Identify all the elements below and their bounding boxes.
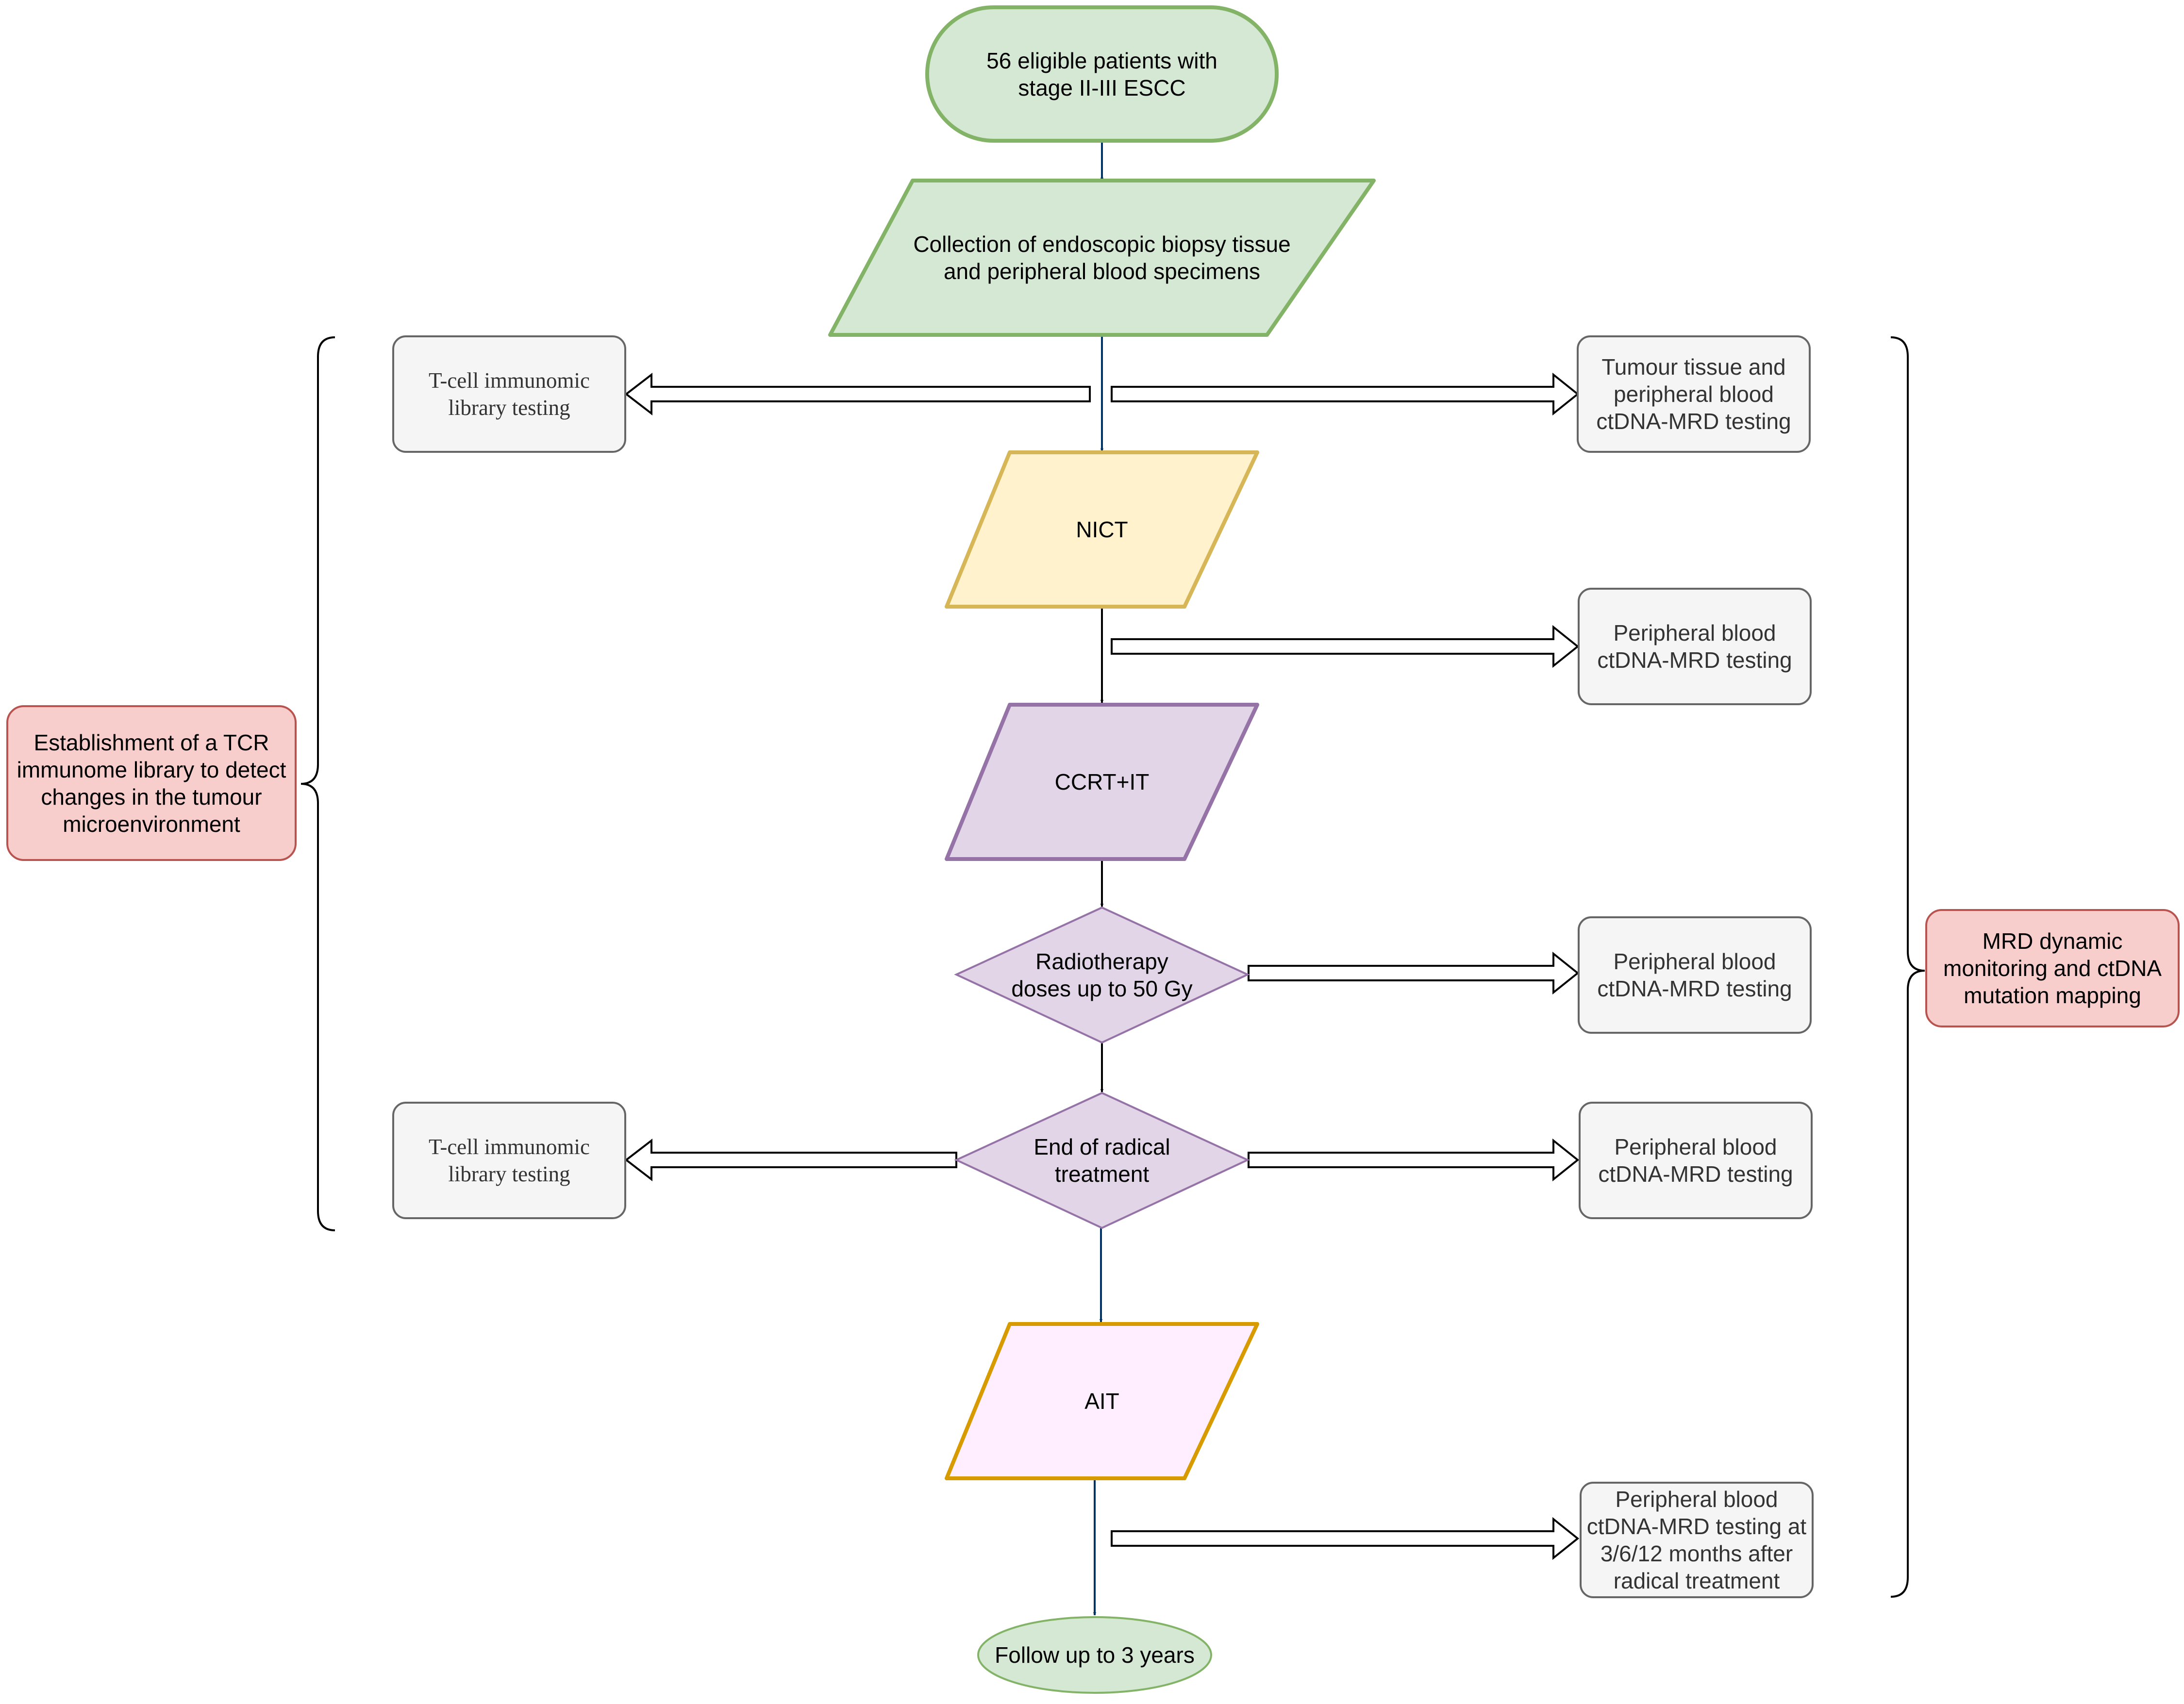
blood-mrd-box-3 xyxy=(1579,1102,1813,1219)
left-brace xyxy=(300,336,335,1231)
blood-mrd-box-2 xyxy=(1578,916,1812,1034)
tcell-box-1 xyxy=(392,335,626,453)
block-arrow-to-blood-mrd-3 xyxy=(1248,1138,1580,1182)
end-radical-diamond xyxy=(954,1092,1250,1229)
block-arrow-to-blood-mrd-followup xyxy=(1111,1517,1580,1560)
collection-parallelogram xyxy=(828,179,1376,337)
nict-parallelogram xyxy=(945,450,1259,609)
block-arrow-to-blood-mrd-1 xyxy=(1111,625,1580,668)
tcell-box-2 xyxy=(392,1102,626,1219)
block-arrow-to-tissue-mrd xyxy=(1111,372,1580,416)
block-arrow-to-tcell-2 xyxy=(624,1138,957,1182)
right-brace xyxy=(1890,336,1925,1598)
tissue-mrd-box xyxy=(1577,335,1811,453)
blood-mrd-followup-box xyxy=(1580,1482,1814,1598)
blood-mrd-box-1 xyxy=(1578,588,1812,705)
radiotherapy-diamond xyxy=(954,906,1250,1044)
follow-up-terminal xyxy=(977,1616,1212,1694)
block-arrow-to-blood-mrd-2 xyxy=(1248,951,1580,995)
ccrt-parallelogram xyxy=(945,703,1259,861)
start-terminal xyxy=(925,5,1279,143)
ait-parallelogram xyxy=(945,1322,1259,1480)
tcr-note-box xyxy=(6,705,297,861)
mrd-note-box xyxy=(1925,909,2180,1027)
block-arrow-to-tcell-1 xyxy=(624,372,1091,416)
